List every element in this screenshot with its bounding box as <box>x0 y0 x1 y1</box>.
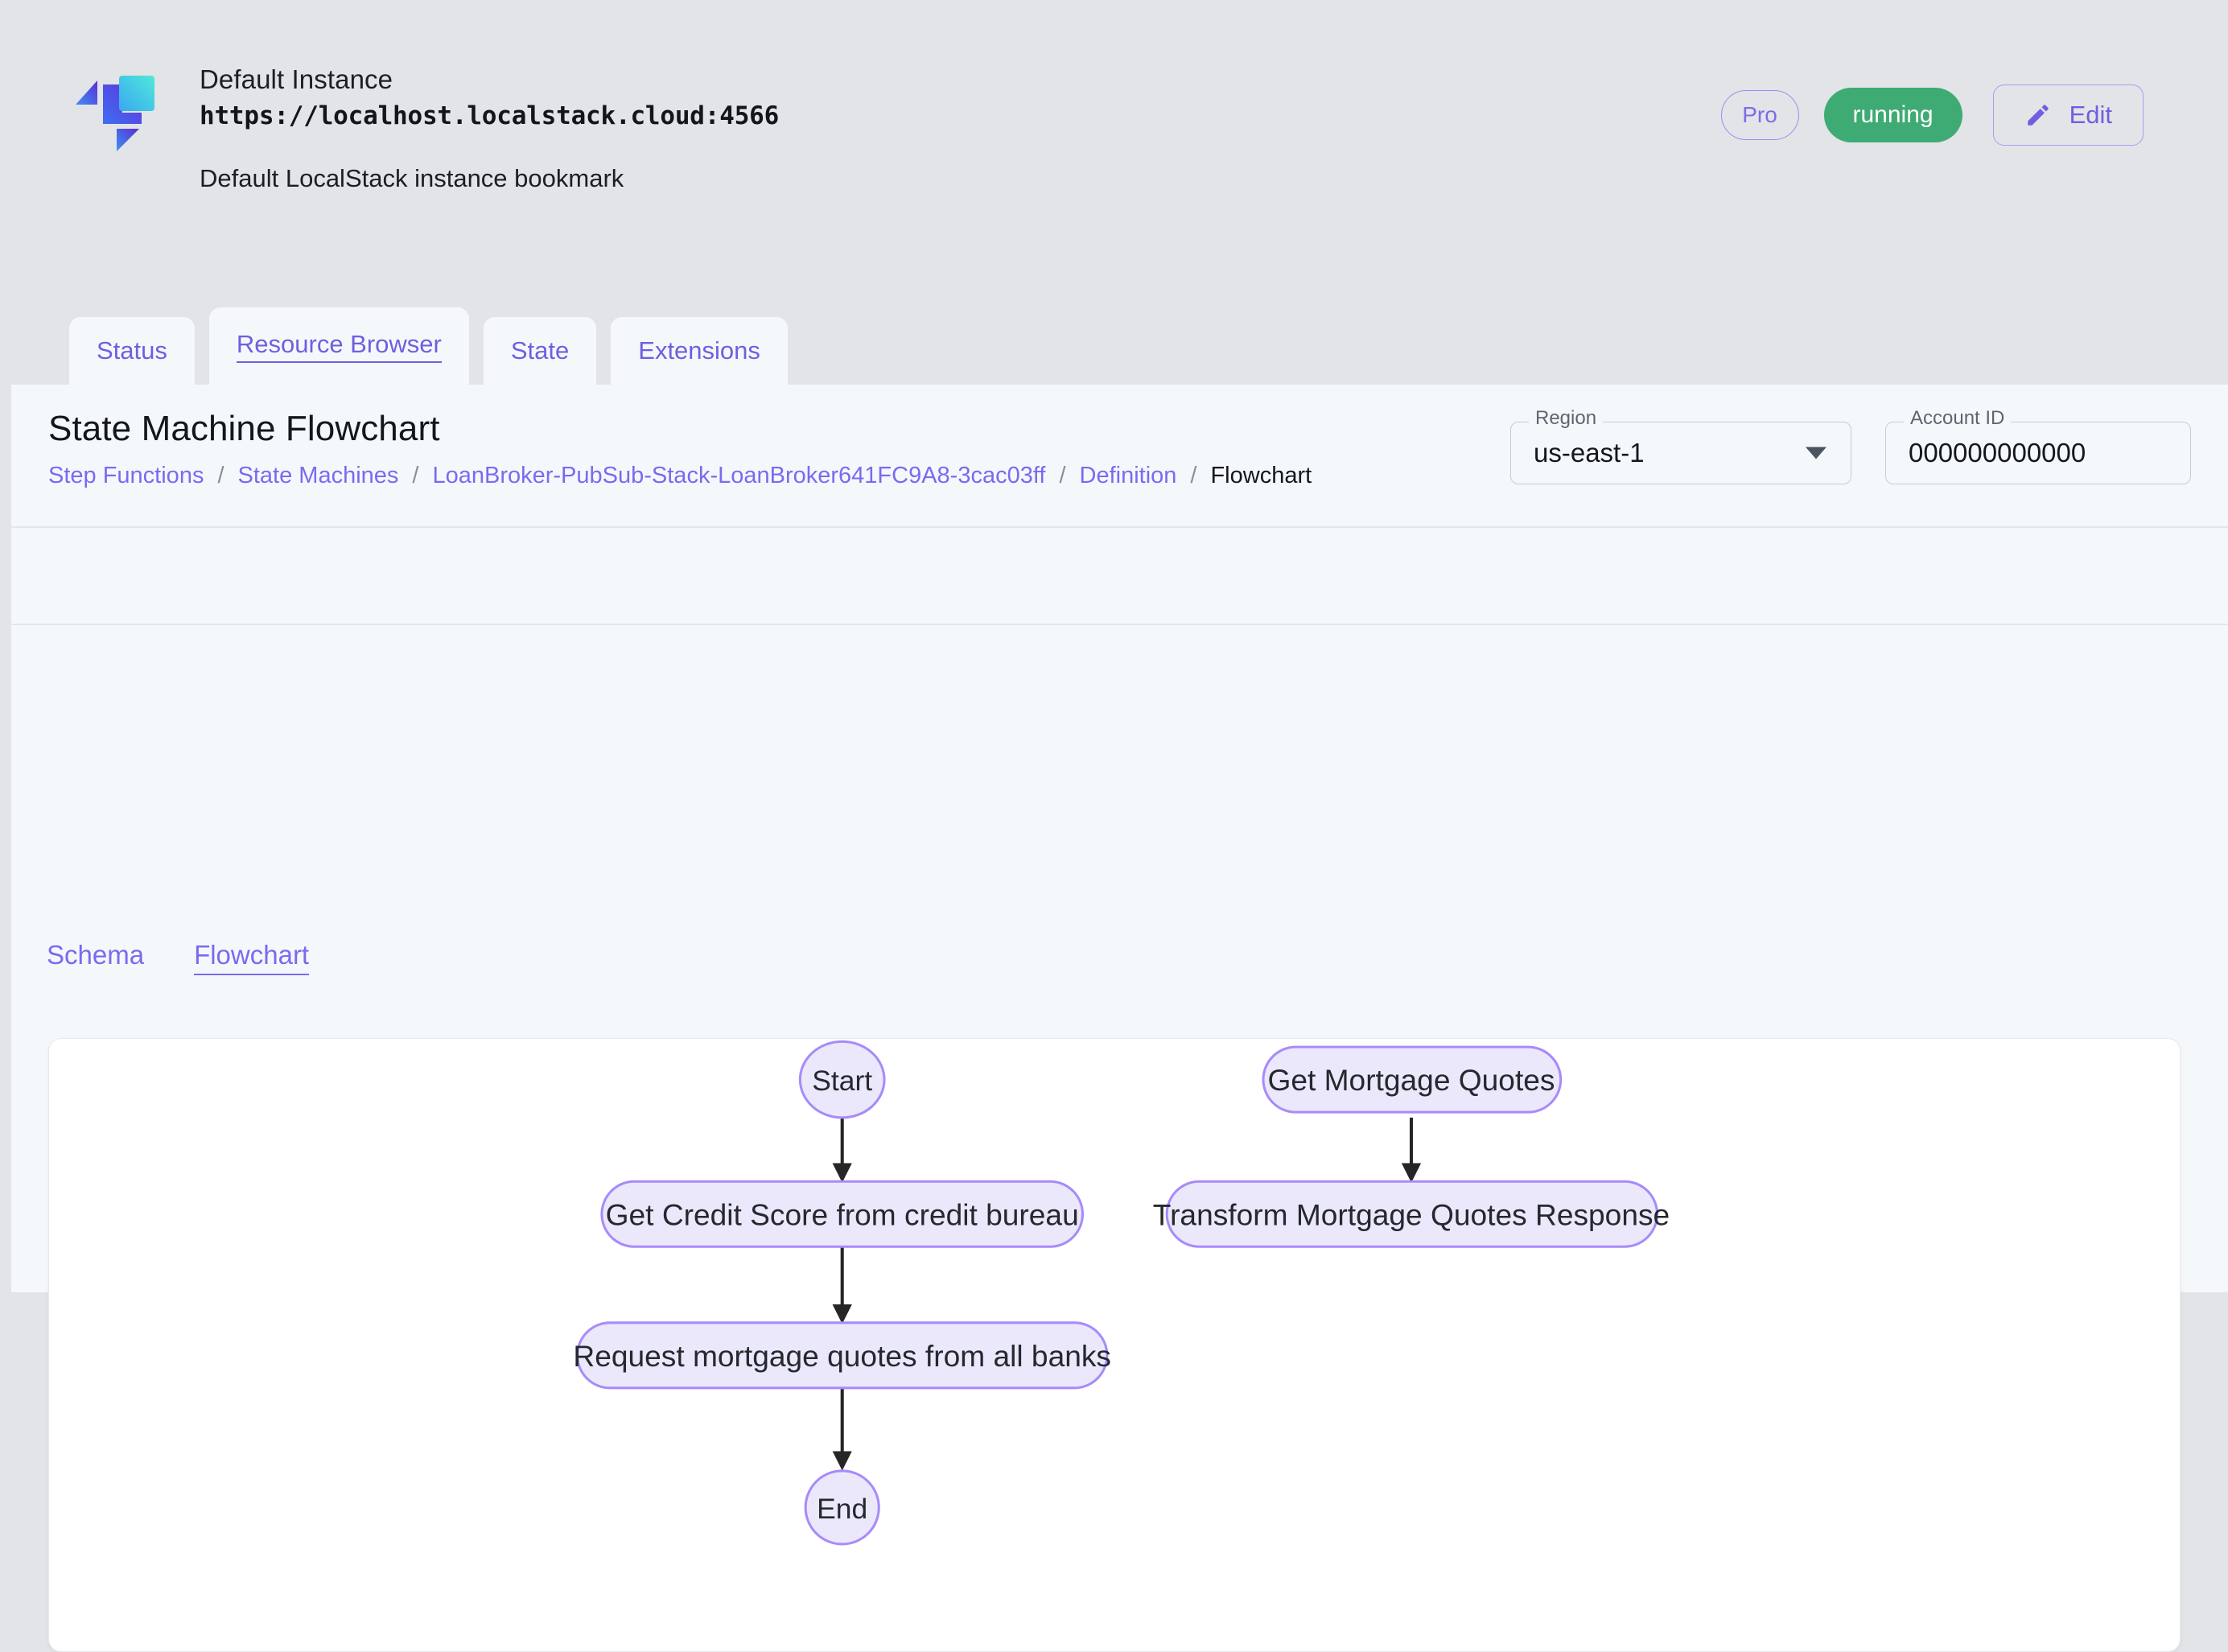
left-edge-strip <box>0 385 11 1292</box>
instance-name: Default Instance <box>200 64 393 94</box>
chevron-down-icon[interactable] <box>1806 447 1826 459</box>
subtab-flowchart[interactable]: Flowchart <box>194 940 310 975</box>
divider-subtabs <box>11 624 2228 625</box>
main-tabs: Status Resource Browser State Extensions <box>69 307 788 385</box>
tab-resource-browser[interactable]: Resource Browser <box>208 307 469 385</box>
edit-button-label: Edit <box>2069 101 2112 129</box>
node-transform-mortgage-quotes-response[interactable]: Transform Mortgage Quotes Response <box>1153 1180 1670 1248</box>
tab-status-label: Status <box>97 336 167 365</box>
node-end[interactable]: End <box>804 1469 880 1546</box>
instance-header: Default Instance https://localhost.local… <box>0 0 2228 385</box>
localstack-logo-icon <box>72 66 159 153</box>
definition-subtabs: Schema Flowchart <box>47 940 310 975</box>
instance-text-block: Default Instance https://localhost.local… <box>200 63 779 193</box>
breadcrumb-separator: / <box>1059 463 1066 488</box>
node-end-label: End <box>817 1493 867 1525</box>
region-label: Region <box>1529 409 1604 428</box>
instance-actions: Pro running Edit <box>1720 84 2144 146</box>
divider-top <box>11 526 2228 528</box>
account-id-field[interactable]: Account ID 000000000000 <box>1885 409 2191 484</box>
tab-resource-browser-label: Resource Browser <box>236 330 442 363</box>
node-transform-label: Transform Mortgage Quotes Response <box>1153 1197 1670 1231</box>
flowchart-card: Start Get Credit Score from credit burea… <box>48 1038 2181 1652</box>
state-machine-flowchart[interactable]: Start Get Credit Score from credit burea… <box>49 1039 2181 1652</box>
breadcrumb-item-state-machine-name[interactable]: LoanBroker-PubSub-Stack-LoanBroker641FC9… <box>432 463 1046 488</box>
page-header: State Machine Flowchart Step Functions /… <box>48 409 1312 489</box>
breadcrumb: Step Functions / State Machines / LoanBr… <box>48 463 1312 489</box>
pro-badge[interactable]: Pro <box>1720 90 1799 140</box>
flow-nodes: Start Get Credit Score from credit burea… <box>573 1040 1670 1546</box>
breadcrumb-item-state-machines[interactable]: State Machines <box>237 463 399 488</box>
edit-button[interactable]: Edit <box>1992 84 2144 146</box>
tab-status[interactable]: Status <box>69 317 195 385</box>
account-id-label: Account ID <box>1904 409 2012 428</box>
tab-state-label: State <box>510 336 570 365</box>
resource-browser-content: State Machine Flowchart Step Functions /… <box>0 385 2228 1652</box>
node-get-mortgage-quotes[interactable]: Get Mortgage Quotes <box>1262 1045 1563 1114</box>
region-select[interactable]: Region us-east-1 <box>1510 409 1851 484</box>
node-start-label: Start <box>812 1065 872 1097</box>
breadcrumb-separator: / <box>412 463 419 488</box>
tab-extensions[interactable]: Extensions <box>611 317 788 385</box>
subtab-schema[interactable]: Schema <box>47 940 145 970</box>
account-id-value: 000000000000 <box>1909 438 2086 468</box>
instance-url: https://localhost.localstack.cloud:4566 <box>200 101 780 131</box>
tab-state[interactable]: State <box>483 317 597 385</box>
node-get-credit-score[interactable]: Get Credit Score from credit bureau <box>600 1180 1085 1248</box>
breadcrumb-separator: / <box>1190 463 1197 488</box>
region-value: us-east-1 <box>1534 438 1645 468</box>
node-get-credit-score-label: Get Credit Score from credit bureau <box>606 1197 1079 1231</box>
breadcrumb-item-step-functions[interactable]: Step Functions <box>48 463 204 488</box>
tab-extensions-label: Extensions <box>638 336 760 365</box>
scope-selectors: Region us-east-1 Account ID 000000000000 <box>1510 409 2191 484</box>
breadcrumb-item-definition[interactable]: Definition <box>1079 463 1177 488</box>
node-request-mortgage-quotes[interactable]: Request mortgage quotes from all banks <box>573 1321 1111 1390</box>
node-request-mortgage-quotes-label: Request mortgage quotes from all banks <box>573 1339 1111 1373</box>
node-get-mortgage-quotes-label: Get Mortgage Quotes <box>1267 1063 1555 1097</box>
page-title: State Machine Flowchart <box>48 409 440 448</box>
status-badge: running <box>1823 88 1962 142</box>
node-start[interactable]: Start <box>798 1040 886 1119</box>
instance-description: Default LocalStack instance bookmark <box>200 163 624 192</box>
breadcrumb-separator: / <box>217 463 224 488</box>
pencil-icon <box>2024 101 2052 129</box>
breadcrumb-item-flowchart: Flowchart <box>1210 463 1312 488</box>
instance-identity: Default Instance https://localhost.local… <box>72 63 779 193</box>
